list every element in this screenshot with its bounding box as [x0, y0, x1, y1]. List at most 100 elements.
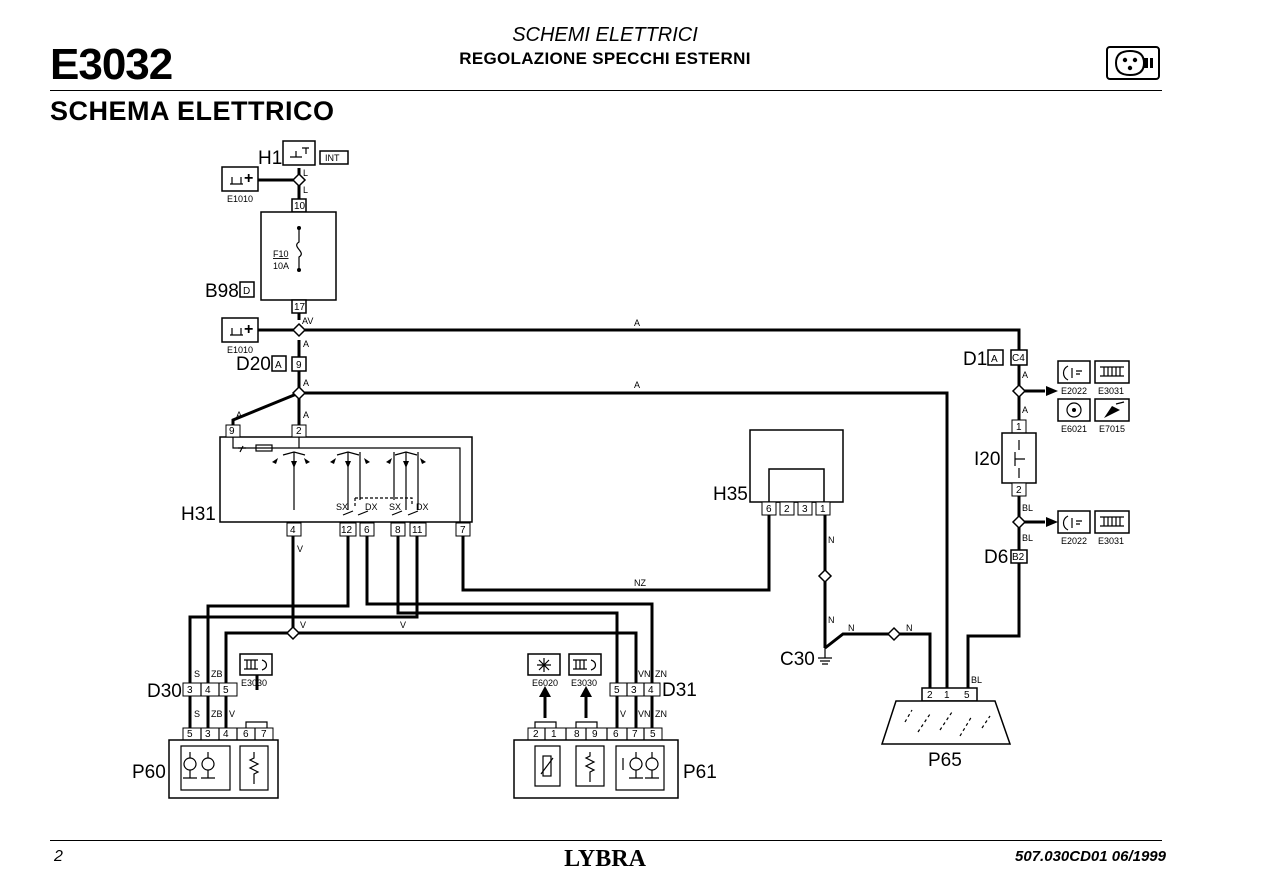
wire-code: BL: [1022, 533, 1033, 543]
d1-label: D1: [963, 349, 987, 370]
b98-fuse: F10: [273, 249, 289, 259]
wire-code: L: [303, 168, 308, 178]
p61-pin-7: 7: [632, 729, 638, 740]
p61-pin-5: 5: [650, 729, 656, 740]
wire-code: V: [300, 620, 306, 630]
switch-icon: [282, 140, 316, 166]
d6-pin: B2: [1012, 552, 1025, 563]
e3030-ref-right: E3030: [571, 678, 597, 688]
wire-code: ZN: [655, 669, 667, 679]
e7015-ref: E7015: [1099, 424, 1125, 434]
component-h31: 9 2 SX DX SX DX 4 12 6 8 11 7 H31: [181, 424, 473, 537]
wire-code: AV: [302, 316, 313, 326]
wire-code: N: [848, 623, 855, 633]
h31-label: H31: [181, 504, 216, 525]
switch-contact-icon: [1014, 440, 1025, 478]
battery-icon: [221, 166, 259, 192]
wire-code: A: [1022, 405, 1028, 415]
component-c30: C30: [780, 648, 832, 670]
connector-plug-icon: [1106, 46, 1160, 80]
battery-icon: [221, 317, 259, 343]
svg-text:+: +: [244, 321, 253, 338]
p60-pin-4: 4: [223, 729, 229, 740]
mirror-icon: [1057, 510, 1091, 534]
heater-resistor-icon: [584, 752, 596, 782]
h35-pin-6: 6: [766, 504, 772, 515]
ground-icon: [818, 648, 832, 665]
d20-pin: 9: [296, 360, 302, 371]
h35-pin-3: 3: [802, 504, 808, 515]
b98-label: B98: [205, 281, 239, 302]
p60-label: P60: [132, 762, 166, 783]
d30-pin-4: 4: [205, 685, 211, 696]
svg-text:+: +: [244, 170, 253, 187]
h31-pin-9: 9: [229, 426, 235, 437]
d1-tag: A: [991, 354, 998, 365]
component-d6: B2 D6: [984, 547, 1028, 568]
h31-pin-11: 11: [412, 525, 423, 536]
d1-pin: C4: [1012, 353, 1025, 364]
h31-pin-7: 7: [460, 525, 466, 536]
i20-label: I20: [974, 449, 1000, 470]
d30-pin-5: 5: [223, 685, 229, 696]
resistor-icon: [255, 444, 273, 452]
e1010-ref-top: E1010: [227, 194, 253, 204]
component-i20: 1 2 I20: [974, 419, 1037, 497]
page-subtitle: REGOLAZIONE SPECCHI ESTERNI: [459, 49, 751, 68]
d20-tag: A: [275, 360, 282, 371]
wires: [188, 168, 1058, 728]
p61-pin-6: 6: [613, 729, 619, 740]
header-rule: [50, 90, 1162, 91]
component-d20: D20 A 9: [236, 354, 307, 375]
document-reference: 507.030CD01 06/1999: [1015, 848, 1166, 865]
component-p60: 5 3 4 6 7 P60: [132, 727, 279, 799]
wire-code: NZ: [634, 578, 646, 588]
wire-code: ZN: [655, 709, 667, 719]
h31-pin-6: 6: [364, 525, 370, 536]
wire-code: ZB: [211, 669, 223, 679]
p60-pin-3: 3: [205, 729, 211, 740]
wire-code: V: [297, 544, 303, 554]
footer-rule: [50, 840, 1162, 841]
h31-sx-1: SX: [336, 502, 348, 512]
component-h35: 6 2 3 1 H35: [713, 429, 844, 516]
wire-code: V: [620, 709, 626, 719]
mirror-icon: [1057, 360, 1091, 384]
h31-pin-2: 2: [296, 426, 302, 437]
p65-pin-5: 5: [964, 690, 970, 701]
splice-nodes: [285, 172, 1027, 642]
b98-pin-in: 10: [294, 201, 306, 212]
c30-label: C30: [780, 649, 815, 670]
h31-dx-1: DX: [365, 502, 378, 512]
p65-pin-2: 2: [927, 690, 933, 701]
wire-code: S: [194, 669, 200, 679]
section-title: SCHEMA ELETTRICO: [50, 96, 335, 126]
d31-pin-4: 4: [648, 685, 654, 696]
h35-pin-2: 2: [784, 504, 790, 515]
e2022-ref-bottom: E2022: [1061, 536, 1087, 546]
p61-label: P61: [683, 762, 717, 783]
battery-ref-top: + E1010: [221, 166, 259, 204]
d30-pin-3: 3: [187, 685, 193, 696]
wire-code: BL: [971, 675, 982, 685]
diagram-code: E3032: [50, 40, 173, 89]
b98-tag: D: [243, 286, 250, 297]
d20-label: D20: [236, 354, 271, 375]
wire-code: N: [828, 535, 835, 545]
p61-pin-2: 2: [533, 729, 539, 740]
fuse-icon: [296, 228, 302, 270]
p60-pin-6: 6: [243, 729, 249, 740]
i20-pin-2: 2: [1016, 485, 1022, 496]
component-d30: D30 3 4 5 E3030: [147, 653, 273, 702]
h31-sx-2: SX: [389, 502, 401, 512]
h35-label: H35: [713, 484, 748, 505]
wire-code: S: [194, 709, 200, 719]
component-d31: 5 3 4 D31 E6020 E3030: [527, 653, 697, 701]
h31-pin-12: 12: [341, 525, 353, 536]
wire-code: VN: [638, 669, 651, 679]
wire-code: A: [303, 378, 309, 388]
e6021-ref: E6021: [1061, 424, 1087, 434]
e3030-ref-left: E3030: [241, 678, 267, 688]
wire-code: A: [1022, 370, 1028, 380]
e3031-ref-top: E3031: [1098, 386, 1124, 396]
